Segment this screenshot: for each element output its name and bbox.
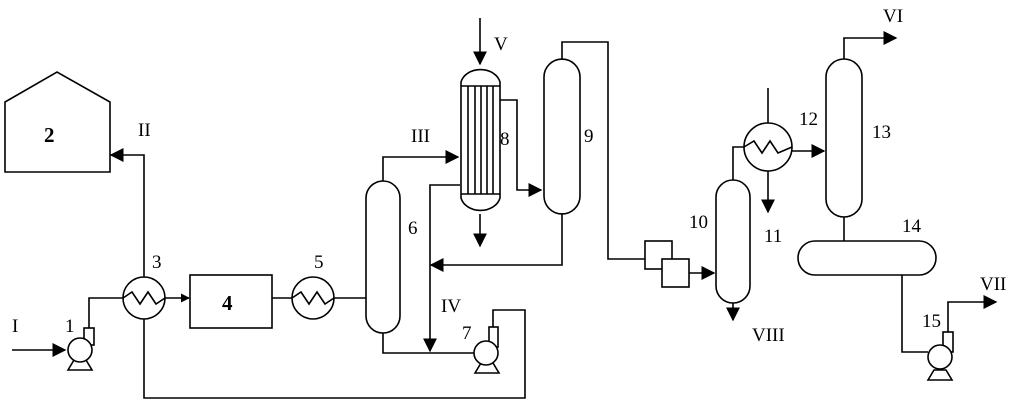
column-6: [365, 180, 401, 334]
pump-15: [926, 331, 954, 381]
tube-exchanger-8: [460, 68, 501, 212]
stream-IV: IV: [441, 296, 461, 317]
heat-exchanger-5: [291, 276, 335, 320]
label-2: 2: [44, 123, 55, 147]
reactor-4: [189, 274, 273, 329]
vessel-14: [797, 240, 937, 276]
label-3: 3: [152, 252, 162, 273]
label-4: 4: [222, 291, 233, 315]
stream-VI: VI: [883, 6, 903, 27]
pump-1: [66, 327, 95, 371]
heat-exchanger-3: [122, 276, 166, 320]
label-11: 11: [764, 226, 782, 247]
stream-II: II: [138, 120, 151, 141]
label-15: 15: [922, 311, 941, 332]
label-7: 7: [462, 323, 472, 344]
stream-VIII: VIII: [752, 325, 785, 346]
storage-2: [4, 71, 111, 173]
label-12: 12: [799, 109, 818, 130]
label-13: 13: [872, 122, 891, 143]
column-9: [543, 58, 581, 215]
column-13: [825, 58, 863, 218]
stream-VII: VII: [980, 274, 1006, 295]
pump-7: [473, 326, 501, 374]
filter-pair: [644, 240, 690, 288]
label-5: 5: [314, 252, 324, 273]
label-1: 1: [65, 316, 75, 337]
label-14: 14: [902, 216, 922, 237]
label-6: 6: [408, 218, 418, 239]
stream-V: V: [494, 34, 508, 55]
stream-I: I: [12, 316, 18, 337]
stream-III: III: [411, 126, 430, 147]
label-9: 9: [584, 126, 594, 147]
label-8: 8: [500, 129, 510, 150]
condenser-11: [743, 122, 793, 172]
label-10: 10: [689, 212, 708, 233]
column-10: [715, 179, 751, 304]
